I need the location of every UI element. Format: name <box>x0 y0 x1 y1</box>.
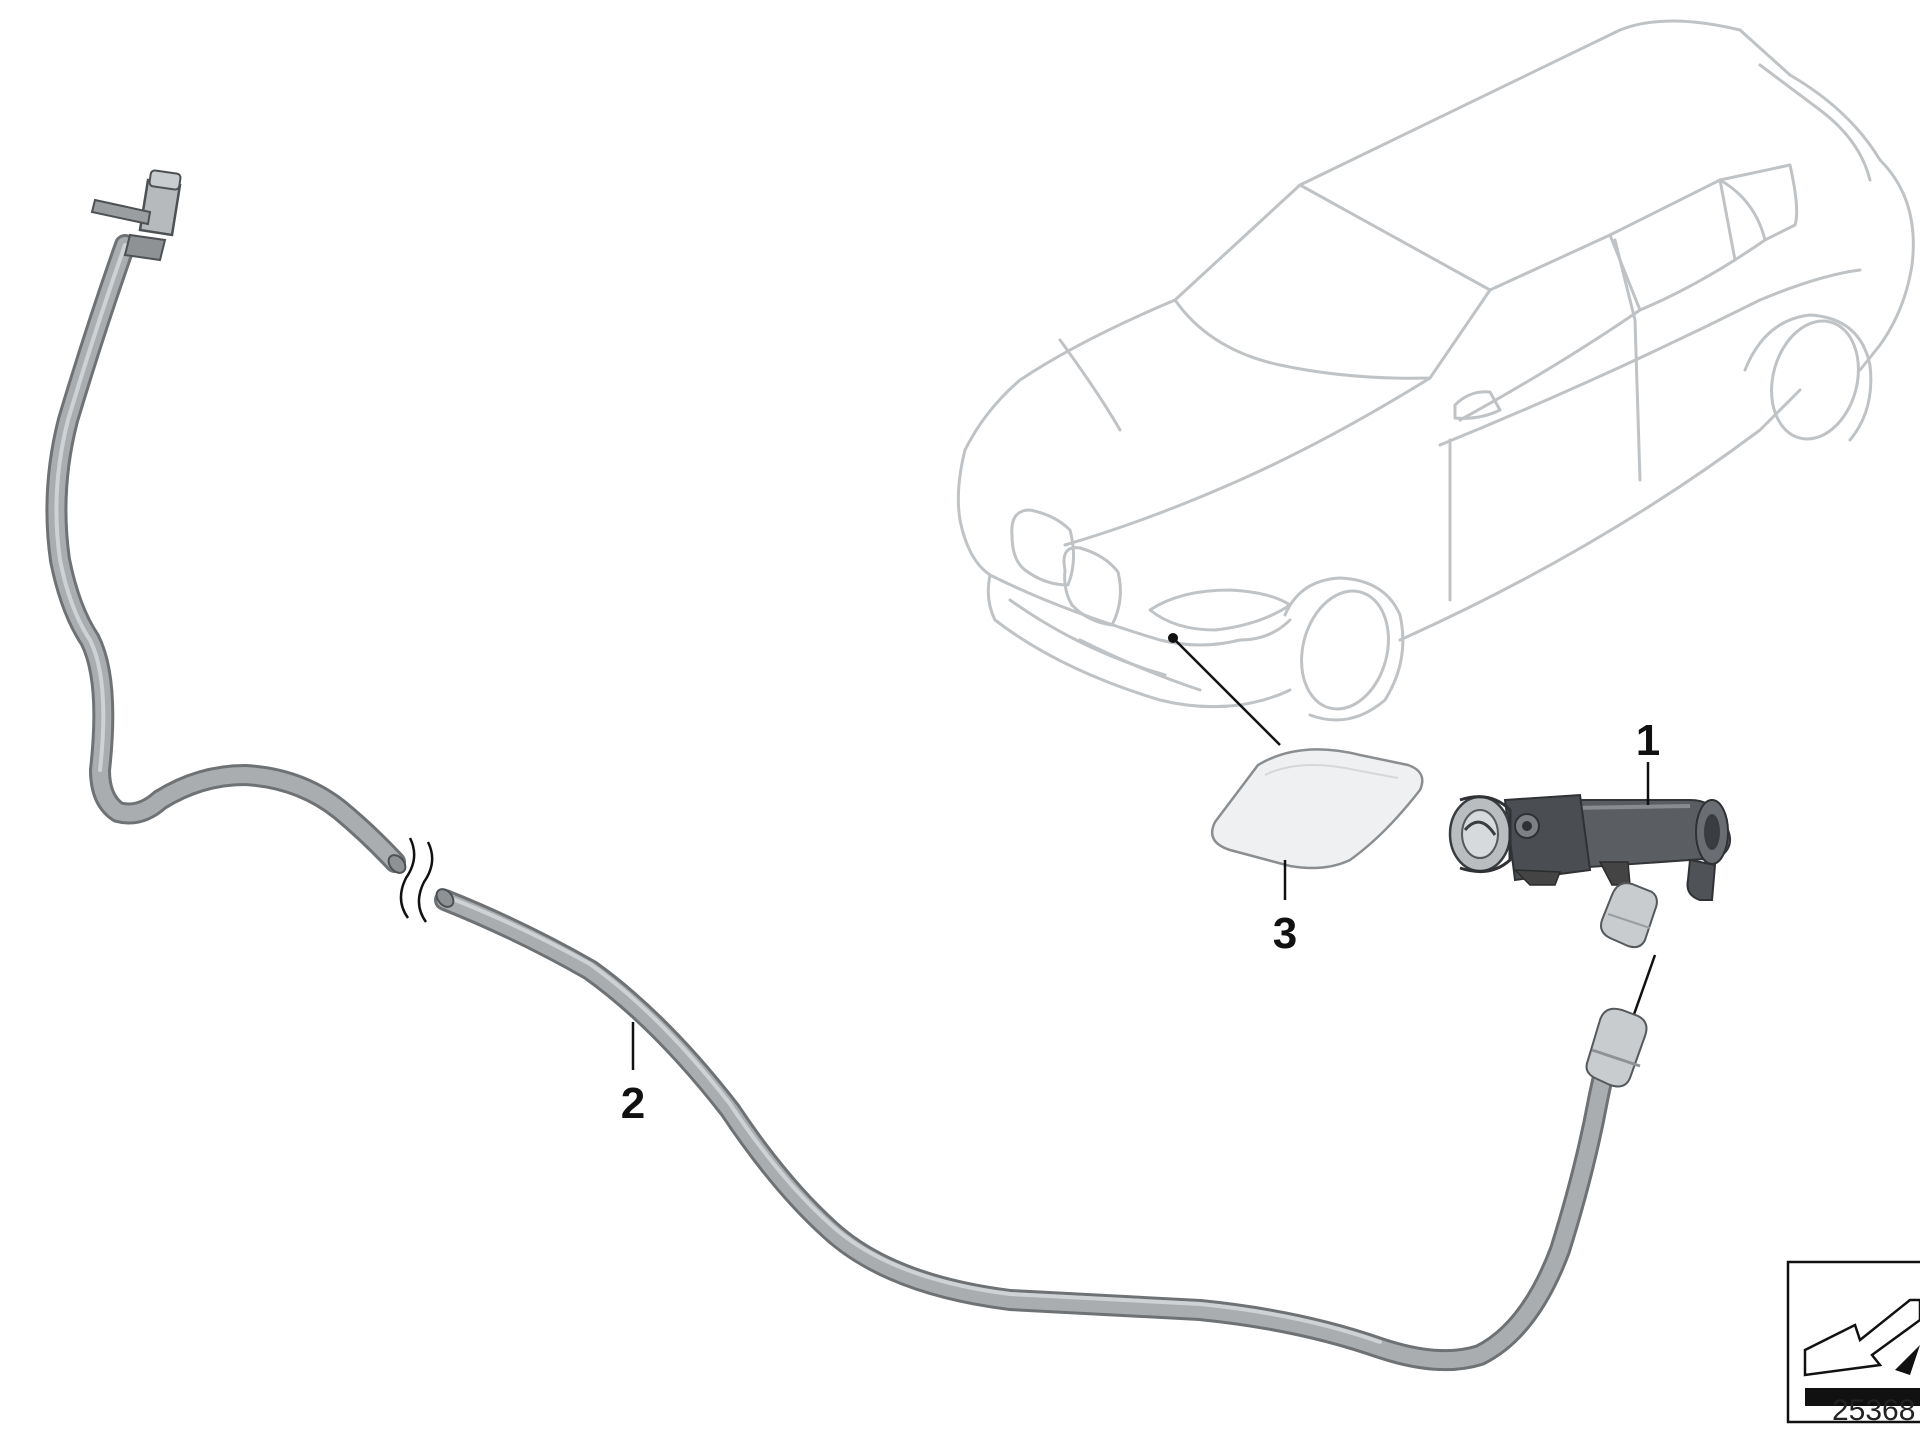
leader-line-cover <box>1172 637 1281 746</box>
hose-break-end-upper <box>387 854 407 874</box>
nozzle-cover-part <box>1210 748 1424 870</box>
hose-top-connector <box>90 169 182 262</box>
callout-label-1: 1 <box>1636 716 1660 765</box>
orientation-arrow-icon <box>1786 1260 1920 1424</box>
car-outline-icon <box>956 19 1915 722</box>
reference-number: 25368 <box>1832 1394 1915 1427</box>
leader-line-connection <box>1630 954 1657 1021</box>
hose-break-end-lower <box>435 888 455 908</box>
hose-break-symbol <box>399 837 434 923</box>
washer-nozzle-part <box>1448 793 1731 949</box>
hose-bottom-connector <box>1585 1007 1648 1088</box>
callout-label-2: 2 <box>621 1079 645 1128</box>
callout-label-3: 3 <box>1273 909 1297 958</box>
washer-hose-part <box>45 234 1623 1372</box>
